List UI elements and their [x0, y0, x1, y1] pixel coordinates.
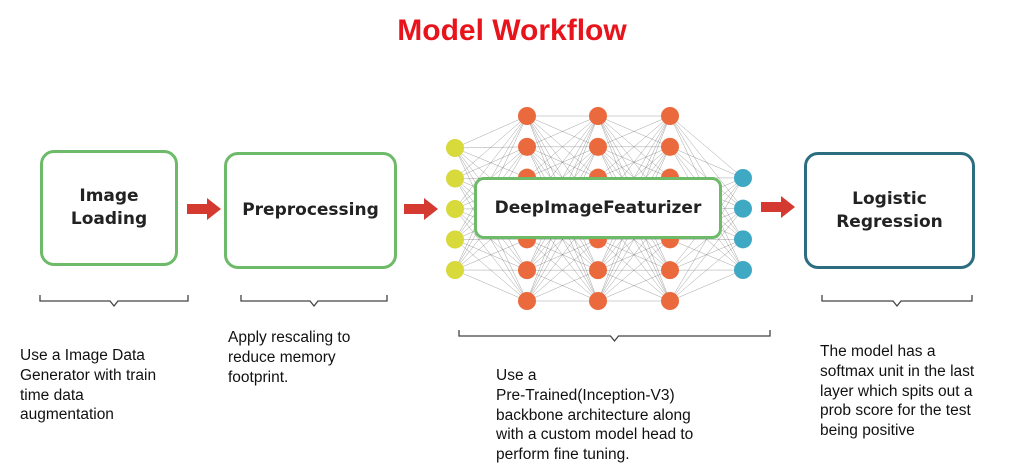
step-brace: [240, 295, 388, 308]
network-edge: [454, 115, 528, 179]
hidden-node: [589, 107, 607, 125]
network-edge: [669, 239, 744, 302]
hidden-node: [661, 261, 679, 280]
step-brace: [39, 295, 189, 308]
network-edge: [526, 269, 599, 302]
image-loading-description: Use a Image Data Generator with train ti…: [20, 347, 157, 424]
logistic-regression-description: The model has a softmax unit in the last…: [820, 343, 975, 440]
flow-arrow: [761, 196, 795, 218]
network-edge: [526, 115, 599, 178]
hidden-node: [661, 292, 679, 310]
input-node: [446, 230, 464, 249]
logistic-regression-box: Logistic Regression: [804, 152, 975, 269]
network-edge: [454, 115, 528, 149]
step-brace: [458, 330, 771, 343]
network-edge: [669, 269, 744, 302]
network-edge: [454, 239, 528, 271]
output-node: [734, 199, 752, 218]
hidden-node: [518, 107, 536, 125]
hidden-node: [518, 292, 536, 310]
network-edge: [597, 269, 671, 302]
step-brace: [821, 295, 973, 308]
input-node: [446, 200, 464, 218]
hidden-node: [661, 107, 679, 125]
hidden-node: [589, 137, 607, 156]
flow-arrows: [187, 196, 795, 220]
deep-image-featurizer-box: DeepImageFeaturizer: [474, 177, 722, 239]
preprocessing-box: Preprocessing: [224, 152, 397, 269]
output-node: [734, 169, 752, 187]
network-edge: [669, 146, 744, 179]
diagram-title: Model Workflow: [397, 14, 627, 47]
output-node: [734, 261, 752, 279]
network-edge: [669, 208, 744, 302]
network-edge: [454, 115, 528, 210]
network-edge: [597, 115, 671, 178]
input-node: [446, 261, 464, 279]
hidden-node: [661, 137, 679, 156]
network-edge: [526, 239, 599, 302]
network-edge: [454, 269, 528, 302]
step-braces: [39, 295, 973, 343]
image-loading-box: Image Loading: [40, 150, 178, 266]
flow-arrow: [187, 198, 221, 220]
network-edge: [669, 177, 744, 302]
input-node: [446, 139, 464, 157]
hidden-node: [518, 137, 536, 156]
network-edge: [597, 239, 671, 302]
network-edge: [526, 115, 599, 148]
hidden-node: [518, 261, 536, 280]
preprocessing-description: Apply rescaling to reduce memory footpri…: [228, 329, 351, 386]
hidden-node: [589, 261, 607, 280]
network-edge: [597, 115, 671, 148]
network-edge: [669, 115, 744, 179]
input-node: [446, 169, 464, 188]
deep-image-featurizer-description: Use a Pre-Trained(Inception-V3) backbone…: [496, 367, 694, 464]
flow-arrow: [404, 198, 438, 220]
output-node: [734, 230, 752, 249]
hidden-node: [589, 292, 607, 310]
